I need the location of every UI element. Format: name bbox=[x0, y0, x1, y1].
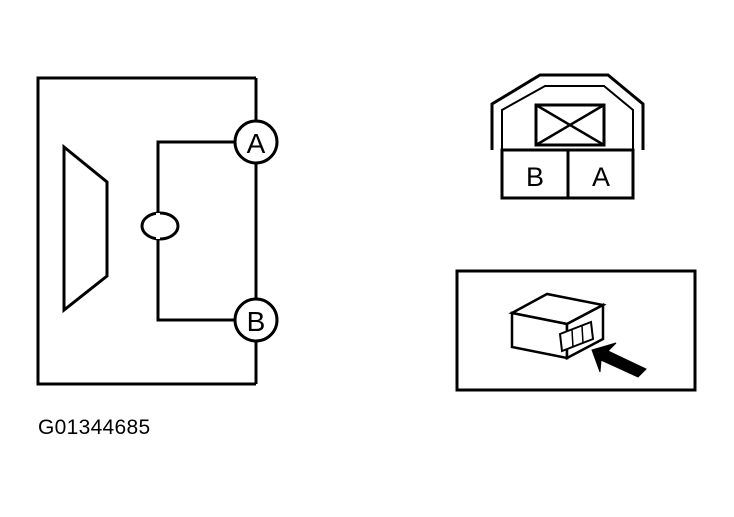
terminal-a-label: A bbox=[247, 128, 266, 159]
schematic: A B bbox=[36, 76, 279, 386]
pin-a-label: A bbox=[592, 162, 610, 192]
housing-outline bbox=[36, 76, 256, 386]
component-view bbox=[455, 269, 697, 392]
connector-face: B A bbox=[490, 73, 645, 200]
speaker-icon bbox=[62, 143, 109, 314]
terminal-b: B bbox=[233, 297, 279, 343]
pin-b-label: B bbox=[526, 162, 544, 192]
terminal-a: A bbox=[233, 119, 279, 165]
arrow-icon bbox=[591, 342, 647, 378]
module-icon bbox=[508, 292, 607, 361]
connector-hood-inner bbox=[501, 85, 634, 150]
figure-id: G01344685 bbox=[38, 416, 151, 439]
terminal-b-label: B bbox=[247, 306, 266, 337]
